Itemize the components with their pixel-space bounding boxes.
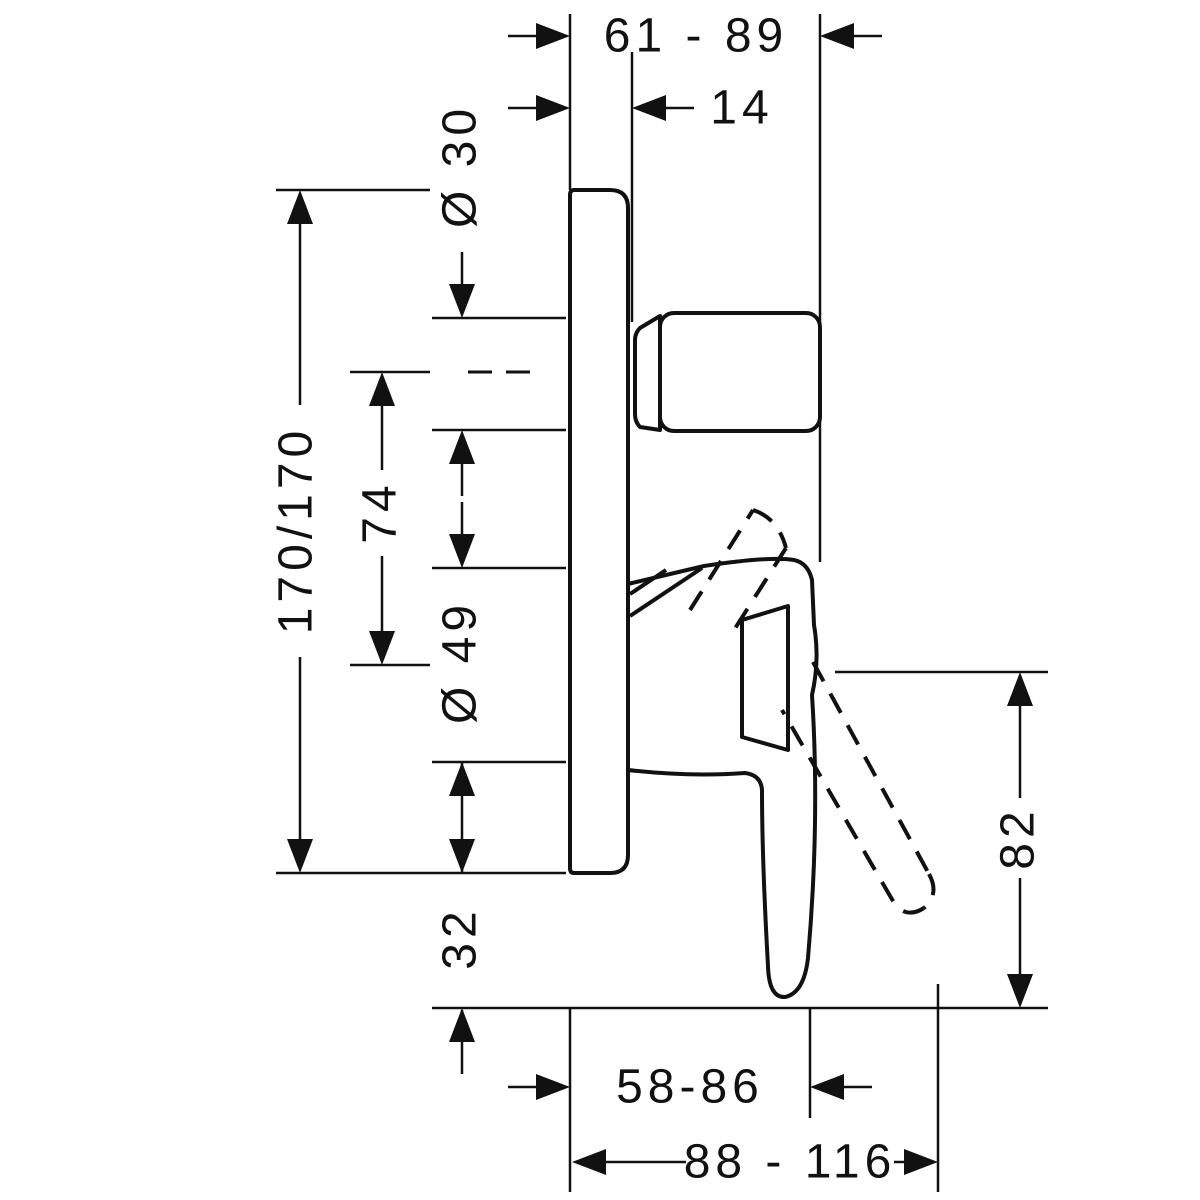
- dim-wall-depth-range: 61 - 89: [508, 10, 882, 63]
- knob-neck: [633, 314, 662, 432]
- handle-socket-outline: [740, 604, 790, 752]
- dashed-lever-extended: [780, 661, 936, 915]
- dim-lever-drop: 82: [992, 672, 1045, 1008]
- dim-label-sleeve-diameter: Ø 49: [434, 600, 487, 724]
- mixer-body-and-lever: [626, 556, 819, 999]
- dim-label-bottom-offset: 32: [434, 906, 487, 969]
- dashed-lever-raised: [688, 508, 788, 632]
- mixer-body-detail-lines: [628, 566, 790, 752]
- dim-knob-diameter: Ø 30: [434, 104, 487, 496]
- dim-knob-projection: 14: [508, 82, 773, 135]
- dim-depth-range-total: 88 - 116: [572, 1136, 938, 1189]
- shut-off-knob: [658, 311, 822, 433]
- dim-depth-range-inner: 58-86: [508, 1061, 872, 1114]
- escutcheon-plate: [568, 188, 630, 875]
- dim-label-plate-dimensions: 170/170: [270, 426, 323, 635]
- dim-label-lever-drop: 82: [992, 806, 1045, 869]
- dim-sleeve-diameter: Ø 49: [434, 502, 487, 873]
- dim-label-control-spacing: 74: [354, 480, 407, 543]
- extension-lines: [276, 14, 1048, 1192]
- dim-bottom-offset: 32: [434, 839, 487, 1074]
- dim-label-wall-depth-range: 61 - 89: [604, 10, 788, 63]
- dim-label-depth-range-total: 88 - 116: [684, 1136, 897, 1189]
- dim-label-knob-diameter: Ø 30: [434, 104, 487, 228]
- dim-label-depth-range-inner: 58-86: [616, 1061, 764, 1114]
- dim-label-knob-projection: 14: [710, 82, 773, 135]
- dim-plate-dimensions: 170/170: [270, 190, 323, 873]
- dim-control-spacing: 74: [354, 372, 407, 665]
